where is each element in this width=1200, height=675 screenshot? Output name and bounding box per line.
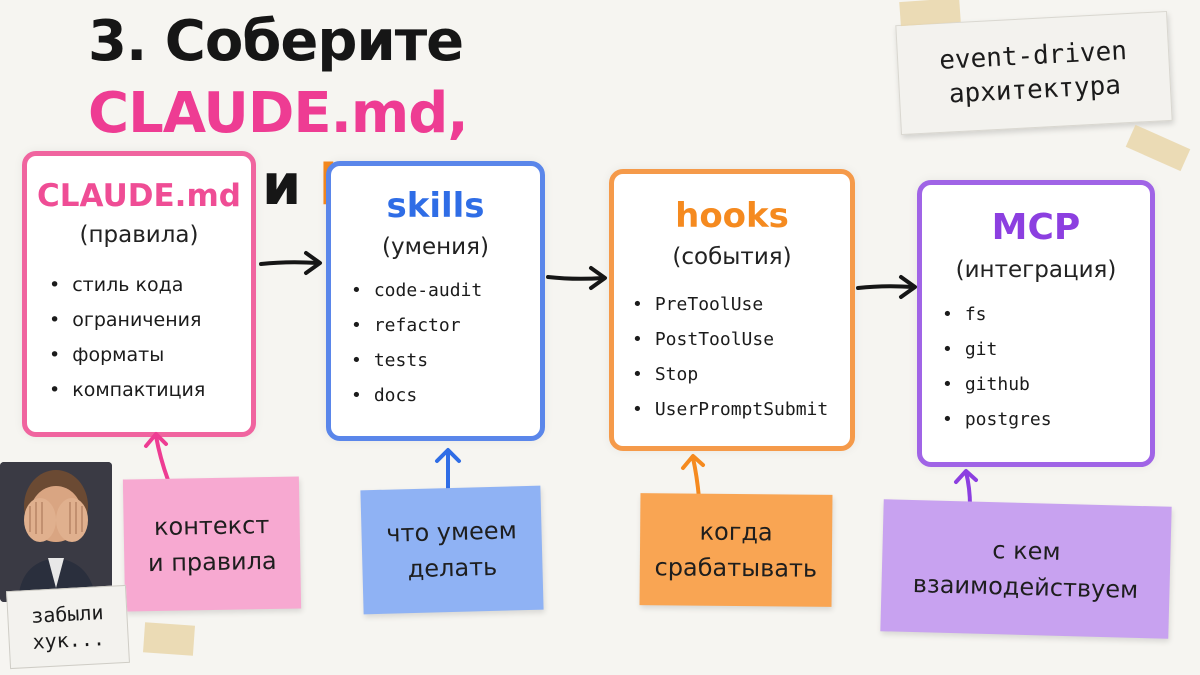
list-item: Stop bbox=[632, 357, 828, 392]
list-item: docs bbox=[351, 378, 482, 413]
list-item: tests bbox=[351, 343, 482, 378]
list-item: форматы bbox=[49, 338, 205, 373]
hooks-card-subtitle: (события) bbox=[672, 244, 792, 270]
sticky-note-with-whom: с кем взаимодействуем bbox=[880, 499, 1172, 639]
facepalm-person-icon bbox=[0, 462, 112, 602]
mcp-list: fs git github postgres bbox=[942, 297, 1052, 437]
tape-strip bbox=[143, 622, 195, 656]
claude-md-list: стиль кода ограничения форматы компактиц… bbox=[49, 268, 205, 408]
arrow-right-icon bbox=[259, 251, 322, 275]
meme-caption-line: хук... bbox=[31, 626, 106, 654]
sticky-note-line: с кем bbox=[992, 536, 1061, 566]
sticky-note-line: срабатывать bbox=[654, 553, 818, 583]
facepalm-meme-image bbox=[0, 462, 112, 602]
list-item: стиль кода bbox=[49, 268, 205, 303]
tape-strip bbox=[1125, 124, 1191, 172]
list-item: git bbox=[942, 332, 1052, 367]
list-item: refactor bbox=[351, 308, 482, 343]
arrow-right-icon bbox=[546, 266, 607, 290]
list-item: postgres bbox=[942, 402, 1052, 437]
sticky-note-line: делать bbox=[407, 552, 498, 584]
hooks-list: PreToolUse PostToolUse Stop UserPromptSu… bbox=[632, 287, 828, 427]
title-prefix: 3. Соберите bbox=[88, 9, 464, 74]
tape-strip bbox=[899, 0, 961, 27]
list-item: fs bbox=[942, 297, 1052, 332]
claude-md-card-subtitle: (правила) bbox=[79, 222, 199, 248]
skills-card-title: skills bbox=[386, 186, 485, 226]
arrow-up-icon bbox=[435, 448, 461, 493]
sticky-note-context: контекст и правила bbox=[122, 476, 302, 612]
list-item: ограничения bbox=[49, 303, 205, 338]
sticky-note-line: и правила bbox=[147, 546, 277, 578]
event-driven-note: event-driven архитектура bbox=[895, 10, 1173, 136]
list-item: компактиция bbox=[49, 373, 205, 408]
sticky-note-line: взаимодействуем bbox=[912, 570, 1139, 604]
arrow-right-icon bbox=[856, 275, 917, 299]
title-claude: CLAUDE.md, bbox=[88, 81, 469, 146]
sticky-note-line: когда bbox=[699, 517, 773, 547]
skills-card: skills (умения) code-audit refactor test… bbox=[326, 161, 545, 441]
meme-caption-line: забыли bbox=[30, 600, 105, 628]
meme-caption: забыли хук... bbox=[6, 584, 130, 670]
claude-md-card-title: CLAUDE.md bbox=[37, 178, 241, 214]
list-item: UserPromptSubmit bbox=[632, 392, 828, 427]
mcp-card-subtitle: (интеграция) bbox=[955, 257, 1117, 283]
sticky-note-line: контекст bbox=[153, 510, 270, 542]
claude-md-card: CLAUDE.md (правила) стиль кода ограничен… bbox=[22, 151, 256, 437]
list-item: code-audit bbox=[351, 273, 482, 308]
list-item: PostToolUse bbox=[632, 322, 828, 357]
arrow-up-icon bbox=[144, 432, 170, 482]
title-and: и bbox=[262, 153, 301, 218]
list-item: github bbox=[942, 367, 1052, 402]
sticky-note-skills: что умеем делать bbox=[360, 485, 544, 615]
sticky-note-line: что умеем bbox=[385, 516, 518, 548]
hooks-card: hooks (события) PreToolUse PostToolUse S… bbox=[609, 169, 855, 451]
sticky-note-when: когда срабатывать bbox=[639, 493, 833, 607]
arrow-up-icon bbox=[681, 454, 705, 500]
hooks-card-title: hooks bbox=[675, 196, 789, 236]
skills-list: code-audit refactor tests docs bbox=[351, 273, 482, 413]
mcp-card-title: MCP bbox=[991, 207, 1081, 248]
skills-card-subtitle: (умения) bbox=[382, 234, 489, 260]
mcp-card: MCP (интеграция) fs git github postgres bbox=[917, 180, 1155, 467]
list-item: PreToolUse bbox=[632, 287, 828, 322]
